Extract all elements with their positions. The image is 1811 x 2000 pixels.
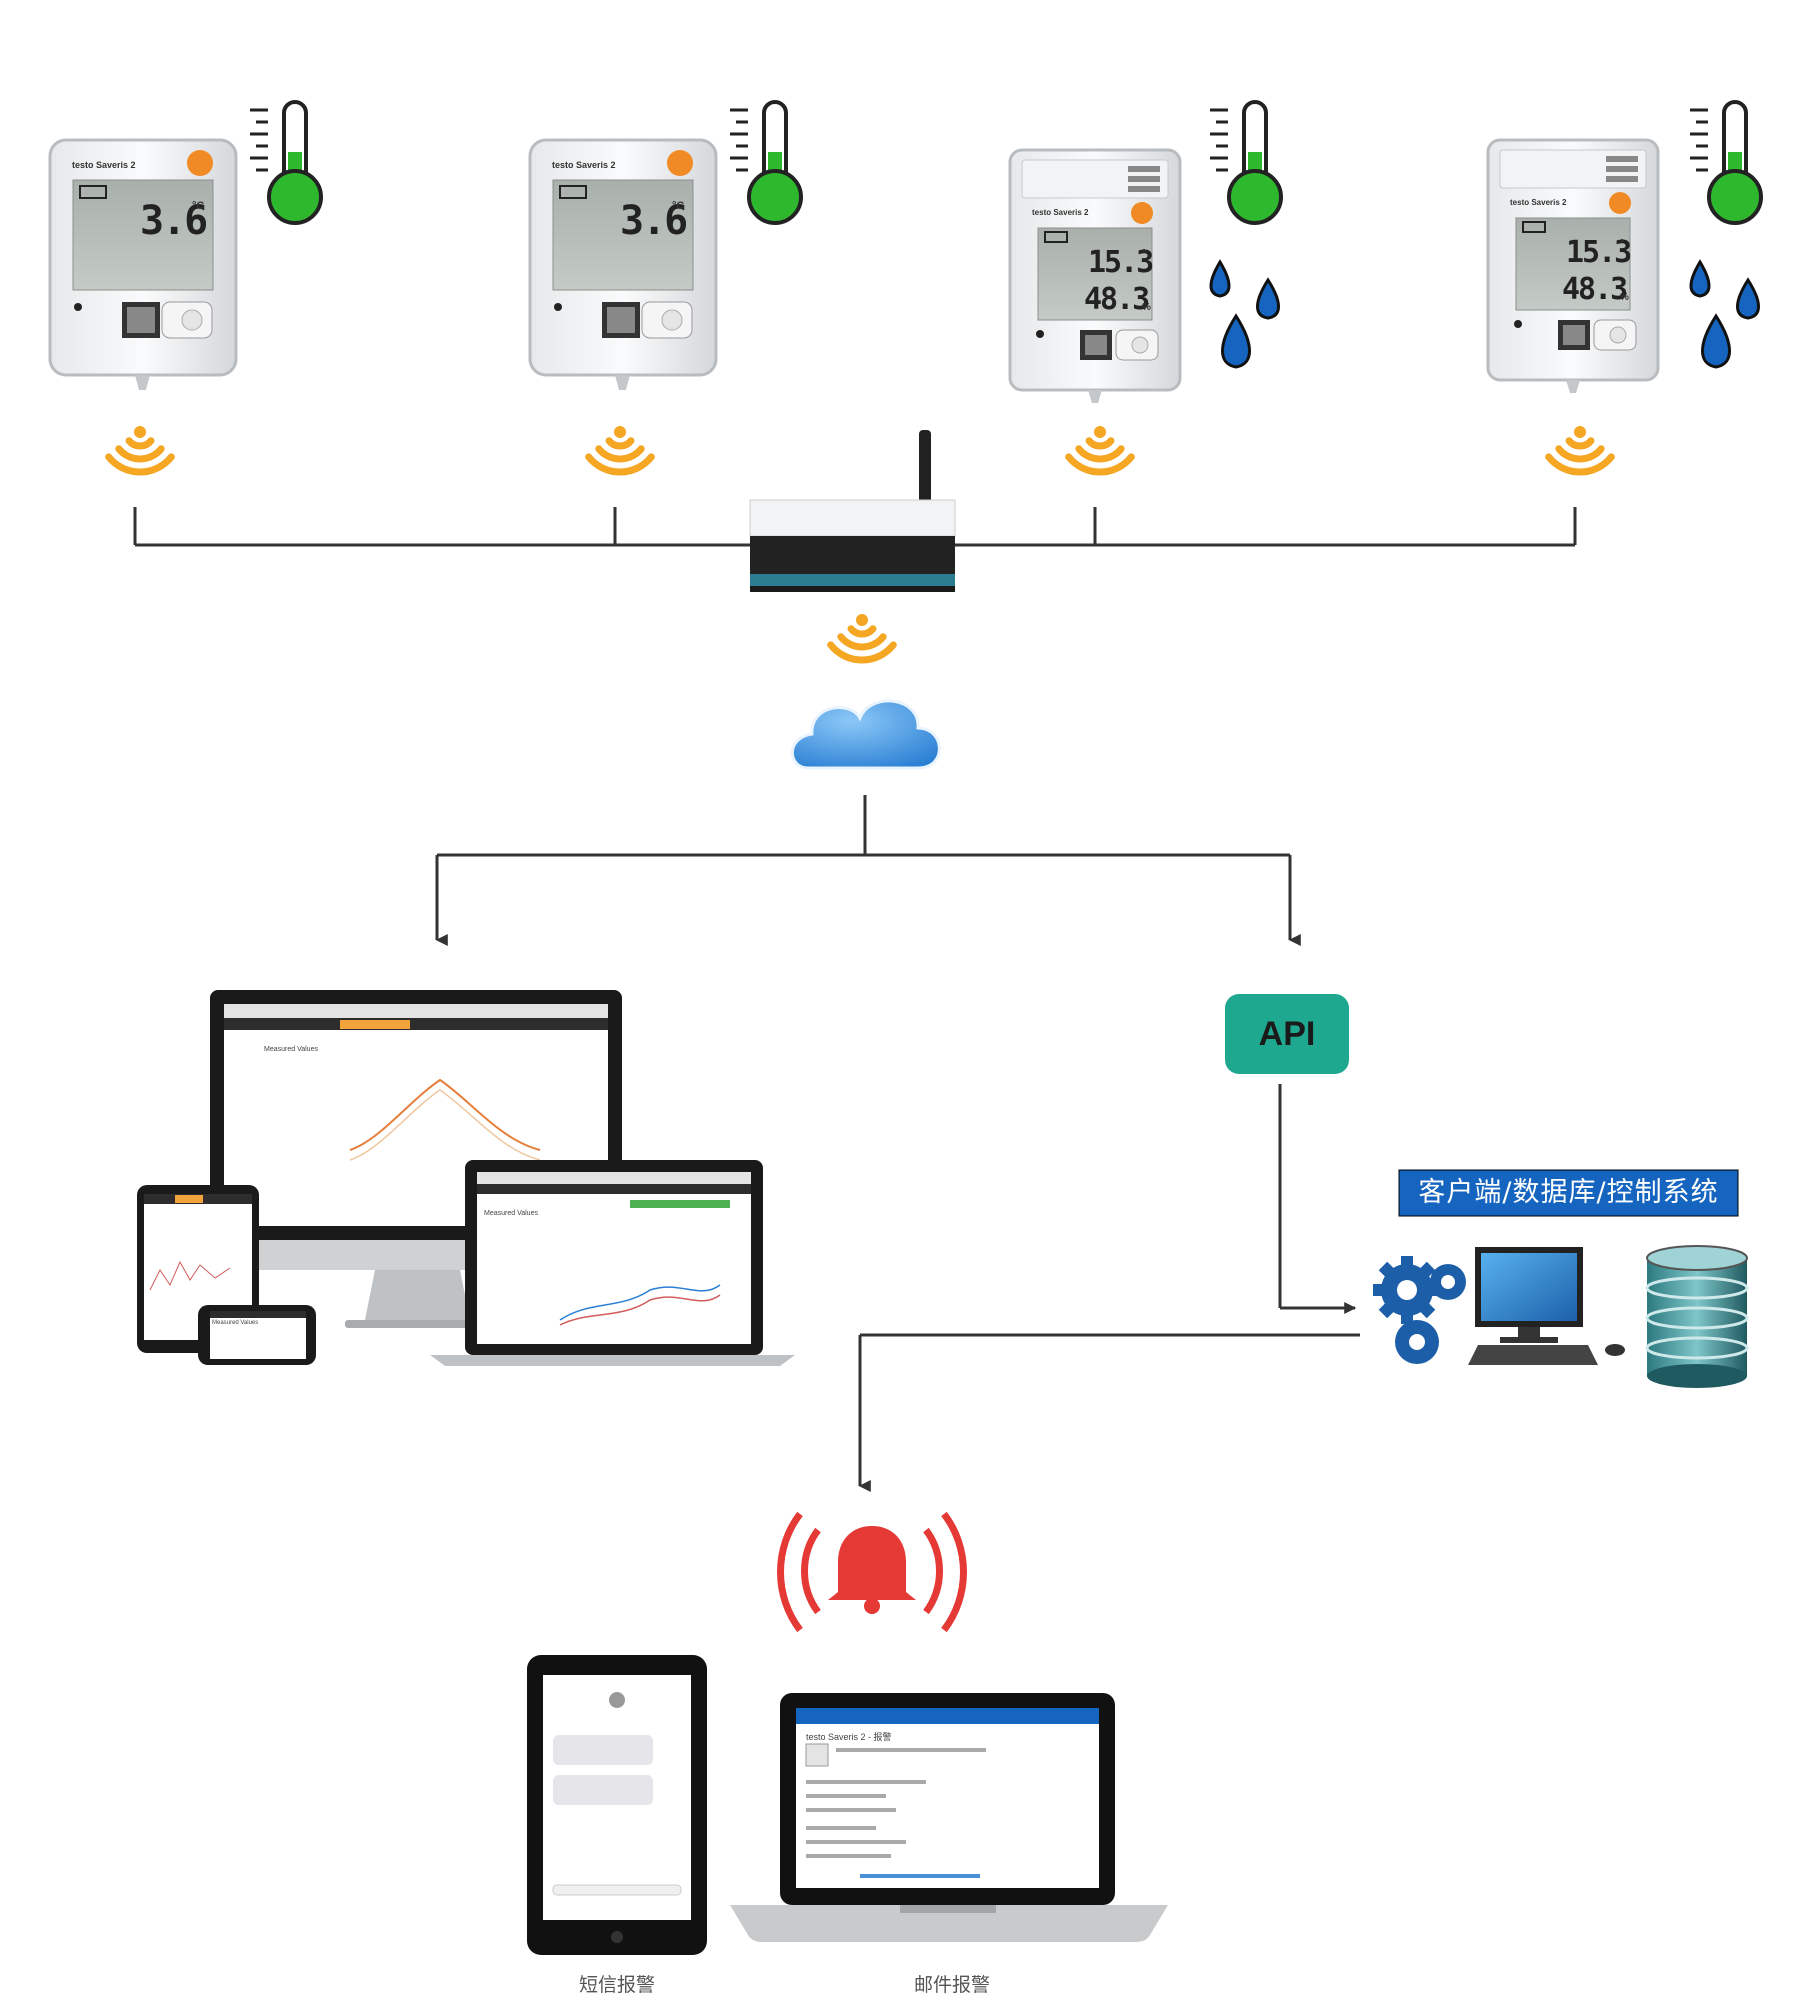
gears-icon [1373, 1256, 1466, 1364]
sensor-4-unit-hum: % [1620, 292, 1629, 303]
cloud-distribution-lines [435, 795, 1301, 946]
system-label: 客户端/数据库/控制系统 [1418, 1177, 1719, 1208]
sensor-1-model: testo Saveris 2 [72, 160, 136, 170]
sms-alert-label: 短信报警 [578, 1975, 655, 1996]
thermometer-icon [1690, 100, 1763, 225]
sensor-4 [1486, 138, 1660, 393]
thermometer-icon [250, 100, 323, 225]
wifi-icon-sensor-2 [585, 426, 655, 476]
base-station [749, 430, 956, 592]
computer-icon [1468, 1247, 1625, 1365]
sensor-4-model: testo Saveris 2 [1510, 198, 1567, 207]
sensor-3-unit-hum: % [1142, 302, 1151, 313]
phone [198, 1305, 316, 1365]
sensor-2-model: testo Saveris 2 [552, 160, 616, 170]
api-box [1225, 994, 1349, 1074]
sensor-2-value: 3.6 [620, 198, 688, 244]
sensor-1-unit: °C [192, 200, 205, 212]
wifi-icon [827, 614, 897, 664]
sensor-3-value-hum: 48.3 [1084, 282, 1150, 317]
email-subject: testo Saveris 2 - 报警 [806, 1732, 892, 1742]
system-to-alarm-line [858, 1333, 1360, 1492]
droplets-icon [1689, 259, 1760, 369]
testo-logo-icon [187, 150, 213, 176]
cloud-icon [791, 699, 941, 770]
alarm-bell-icon [777, 1511, 967, 1633]
wifi-icons [105, 426, 1615, 476]
system-label-bar [1398, 1169, 1739, 1217]
email-alert-label: 邮件报警 [913, 1975, 990, 1996]
sensor-2 [528, 138, 718, 390]
testo-logo-icon [1609, 192, 1631, 214]
email-laptop [730, 1693, 1168, 1942]
sensor-4-unit-temp: ° [1620, 238, 1624, 249]
sensor-2-unit: °C [672, 200, 685, 212]
thermometer-icon [730, 100, 803, 225]
api-to-system-line [1278, 1084, 1357, 1314]
droplets-icon [1209, 259, 1280, 369]
wifi-icon-sensor-4 [1545, 426, 1615, 476]
wifi-icon-base-station [827, 614, 897, 664]
testo-logo-icon [1131, 202, 1153, 224]
sensor-3-unit-temp: ° [1142, 248, 1146, 259]
database-icon [1645, 1245, 1749, 1388]
testo-logo-icon [667, 150, 693, 176]
wifi-icon-sensor-3 [1065, 426, 1135, 476]
laptop-page-title: Measured Values [484, 1210, 538, 1217]
thermometer-icon [1210, 100, 1283, 225]
api-label: API [1258, 1015, 1316, 1053]
phone-page-title: Measured Values [212, 1320, 259, 1326]
sensor-1-value: 3.6 [140, 198, 208, 244]
desktop-page-title: Measured Values [264, 1046, 318, 1053]
sensor-4-value-temp: 15.3 [1566, 235, 1632, 270]
sensor-3-value-temp: 15.3 [1088, 245, 1154, 280]
sms-tablet [527, 1655, 707, 1955]
sensor-3-model: testo Saveris 2 [1032, 208, 1089, 217]
sensor-4-value-hum: 48.3 [1562, 272, 1628, 307]
wifi-icon-sensor-1 [105, 426, 175, 476]
sensor-1 [48, 138, 238, 390]
sensor-3 [1008, 148, 1182, 403]
laptop [430, 1160, 795, 1366]
